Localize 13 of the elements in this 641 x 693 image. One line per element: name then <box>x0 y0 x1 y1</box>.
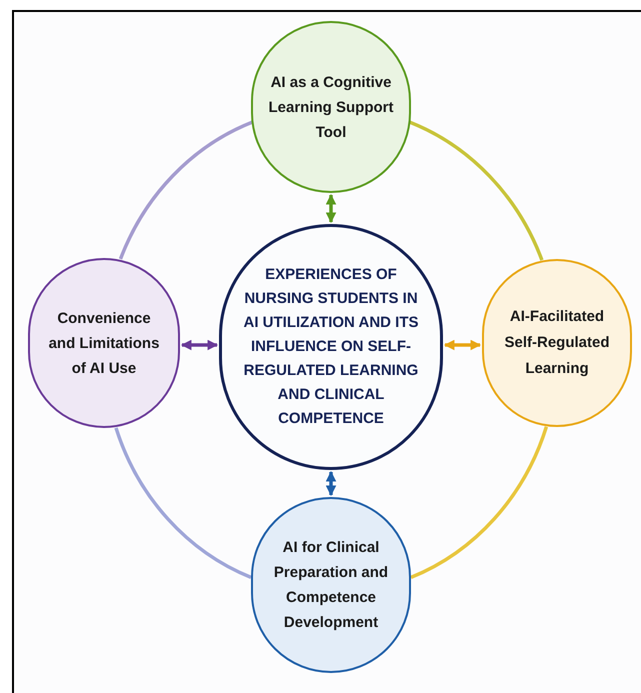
double-arrow <box>326 470 336 496</box>
double-arrow <box>444 340 482 350</box>
double-arrow <box>180 340 218 350</box>
ring-arc <box>409 120 544 261</box>
theme-label: AI for Clinical Preparation and Competence Development <box>272 538 390 633</box>
theme-label: AI as a Cognitive Learning Support Tool <box>268 72 394 142</box>
ring-arc <box>410 426 548 579</box>
central-title: EXPERIENCES OF NURSING STUDENTS IN AI UTILIZATION AND ITS INFLUENCE ON SELF-REGULATED LEARNING AND CLINICAL COMPETENCE <box>243 265 419 429</box>
ring-arc <box>118 120 253 260</box>
theme-label: AI-Facilitated Self-Regulated Learning <box>503 307 610 379</box>
double-arrow <box>326 194 336 224</box>
theme-label: Convenience and Limitations of AI Use <box>48 308 160 378</box>
ring-arc <box>114 427 252 579</box>
